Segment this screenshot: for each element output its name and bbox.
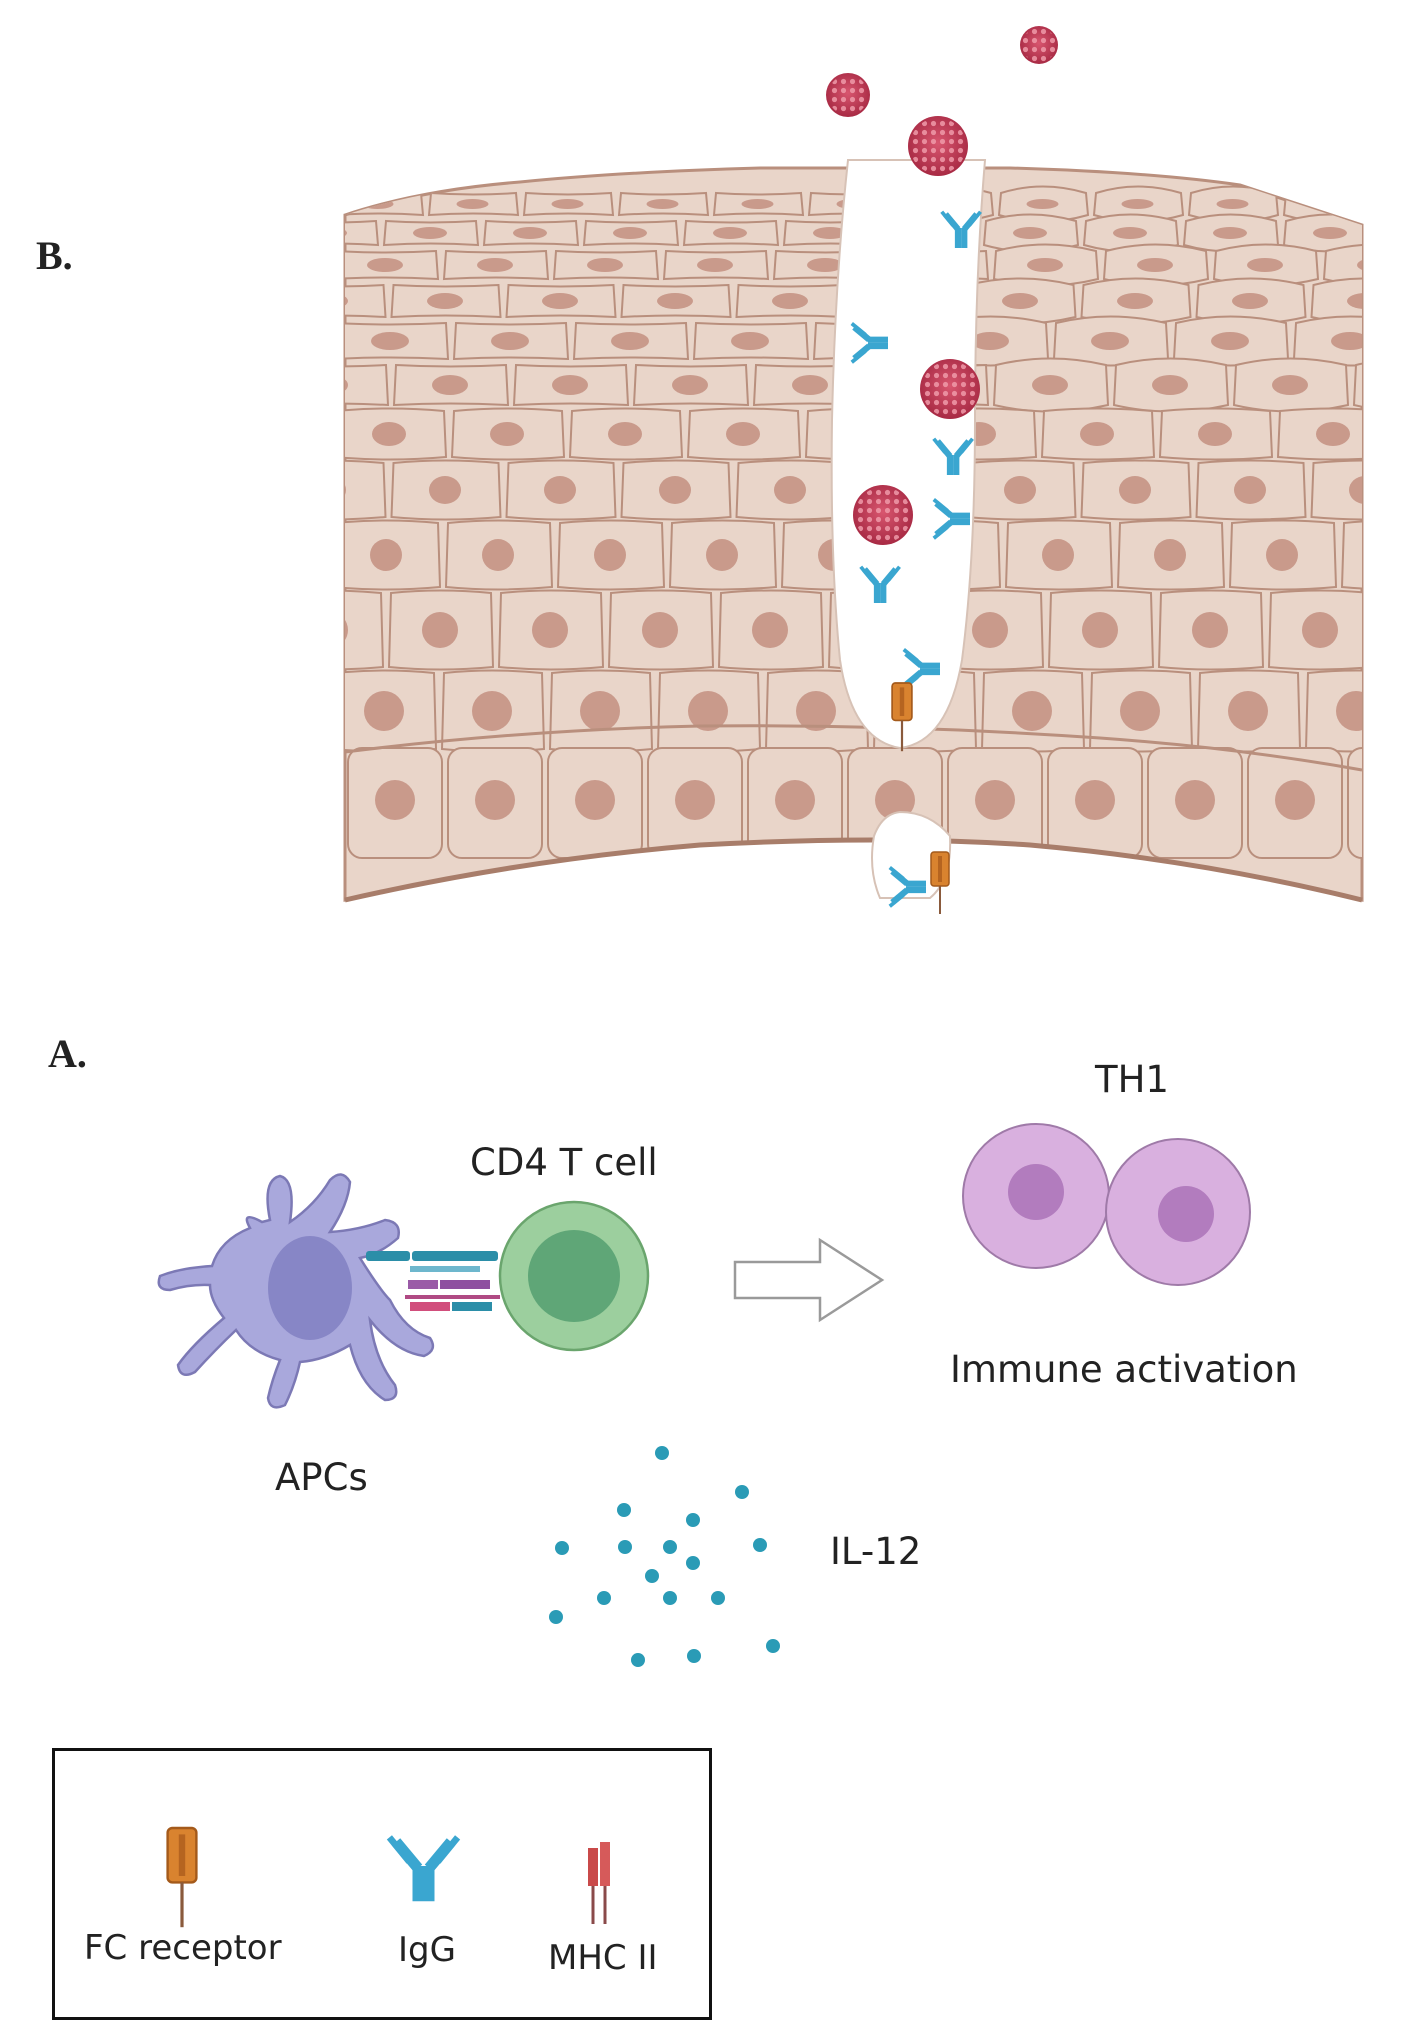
immune-synapse bbox=[366, 1251, 500, 1311]
activation-arrow bbox=[733, 1237, 885, 1323]
pathogen bbox=[826, 73, 870, 117]
panel-b-label: B. bbox=[36, 233, 73, 278]
apcs-label: APCs bbox=[275, 1456, 368, 1499]
legend-mhc2-label: MHC II bbox=[548, 1938, 658, 1978]
il12-label: IL-12 bbox=[830, 1530, 922, 1573]
immune-activation-label: Immune activation bbox=[950, 1348, 1298, 1391]
th1-cells bbox=[962, 1123, 1251, 1286]
pathogen bbox=[908, 116, 968, 176]
pathogen bbox=[853, 485, 913, 545]
legend-box bbox=[52, 1748, 712, 2020]
apc-cell bbox=[157, 1173, 435, 1409]
fc-receptor-icon bbox=[930, 851, 950, 915]
panel-a-label: A. bbox=[48, 1031, 87, 1076]
th1-label: TH1 bbox=[1095, 1058, 1169, 1101]
mhc2-icon bbox=[588, 1842, 610, 1924]
cd4-t-cell bbox=[498, 1200, 650, 1352]
il12-cytokines bbox=[549, 1446, 780, 1667]
cd4-t-cell-label: CD4 T cell bbox=[470, 1141, 658, 1184]
pathogen-particles bbox=[826, 26, 1058, 545]
pathogen bbox=[920, 359, 980, 419]
pathogen bbox=[1020, 26, 1058, 64]
legend-fc-receptor-label: FC receptor bbox=[84, 1928, 282, 1968]
legend-icons bbox=[166, 1826, 610, 1929]
legend-igg-label: IgG bbox=[398, 1930, 456, 1970]
